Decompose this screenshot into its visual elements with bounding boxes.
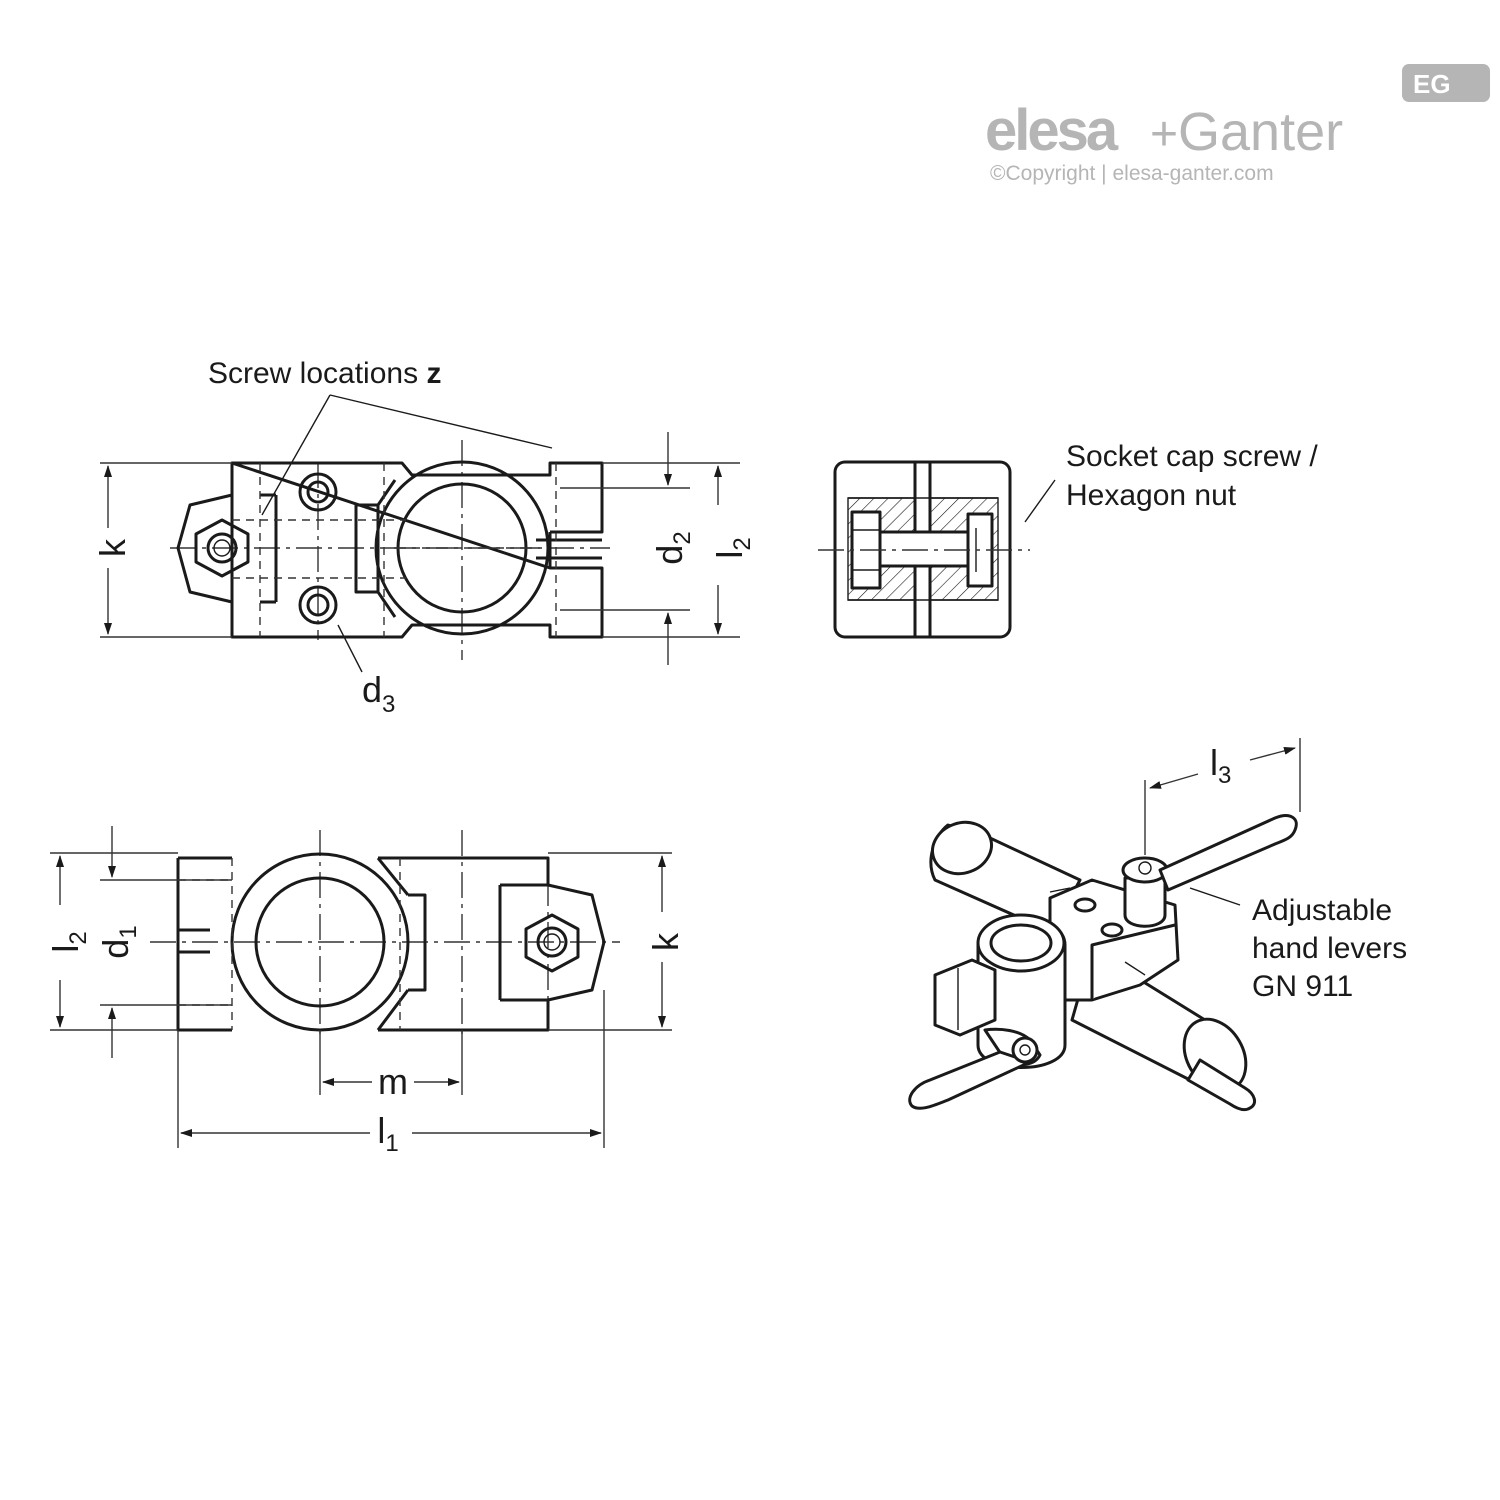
isometric-view: l3 Adjustable hand levers GN 911 [908,738,1407,1112]
top-screw-upper [298,472,338,512]
top-ring-outer [374,460,550,636]
brand-name-right: Ganter [1178,102,1343,162]
dim-k-front: k [645,932,686,951]
side-section-view: Socket cap screw / Hexagon nut [818,440,1318,639]
dim-d1-label: d1 [95,925,142,958]
brand-name-left: elesa [985,98,1119,163]
socket-cap-label-line1: Socket cap screw / [1066,440,1318,473]
dim-k-top: k [92,538,133,557]
dim-d3-label: d3 [362,669,395,718]
iso-upper-lever [1158,814,1298,892]
top-screw-lower [298,585,338,625]
top-body-outline [230,461,604,639]
front-hex-nut [524,913,580,973]
dim-d2-label: d2 [649,531,696,564]
levers-label-line2: hand levers [1252,932,1407,965]
dim-m-label: m [378,1061,408,1102]
levers-label-line1: Adjustable [1252,894,1392,927]
dim-l1-label: l1 [377,1110,398,1157]
front-body-outline [176,856,550,1032]
dim-l2-label-top: l2 [709,537,756,558]
screw-locations-label: Screw locations z [208,357,441,390]
copyright-text: ©Copyright | elesa-ganter.com [990,162,1274,185]
screw-shank [878,530,972,568]
front-view: l2 d1 k m l1 [45,826,686,1157]
top-hex-nut [194,518,250,578]
dim-l2-label-front: l2 [45,931,92,952]
brand-badge-text: EG [1413,69,1451,99]
brand-logo: elesa + Ganter ©Copyright | elesa-ganter… [985,64,1490,185]
dim-l3-label: l3 [1210,742,1231,789]
front-ring-inner [254,876,386,1008]
levers-label-line3: GN 911 [1252,970,1353,1003]
iso-lower-lever [908,1050,1032,1110]
top-view: k d2 l2 d3 Screw locations z [92,357,756,718]
top-hex-tab [176,493,233,604]
socket-cap-label-line2: Hexagon nut [1066,479,1237,512]
brand-badge [1402,64,1490,102]
brand-plus: + [1150,108,1178,161]
